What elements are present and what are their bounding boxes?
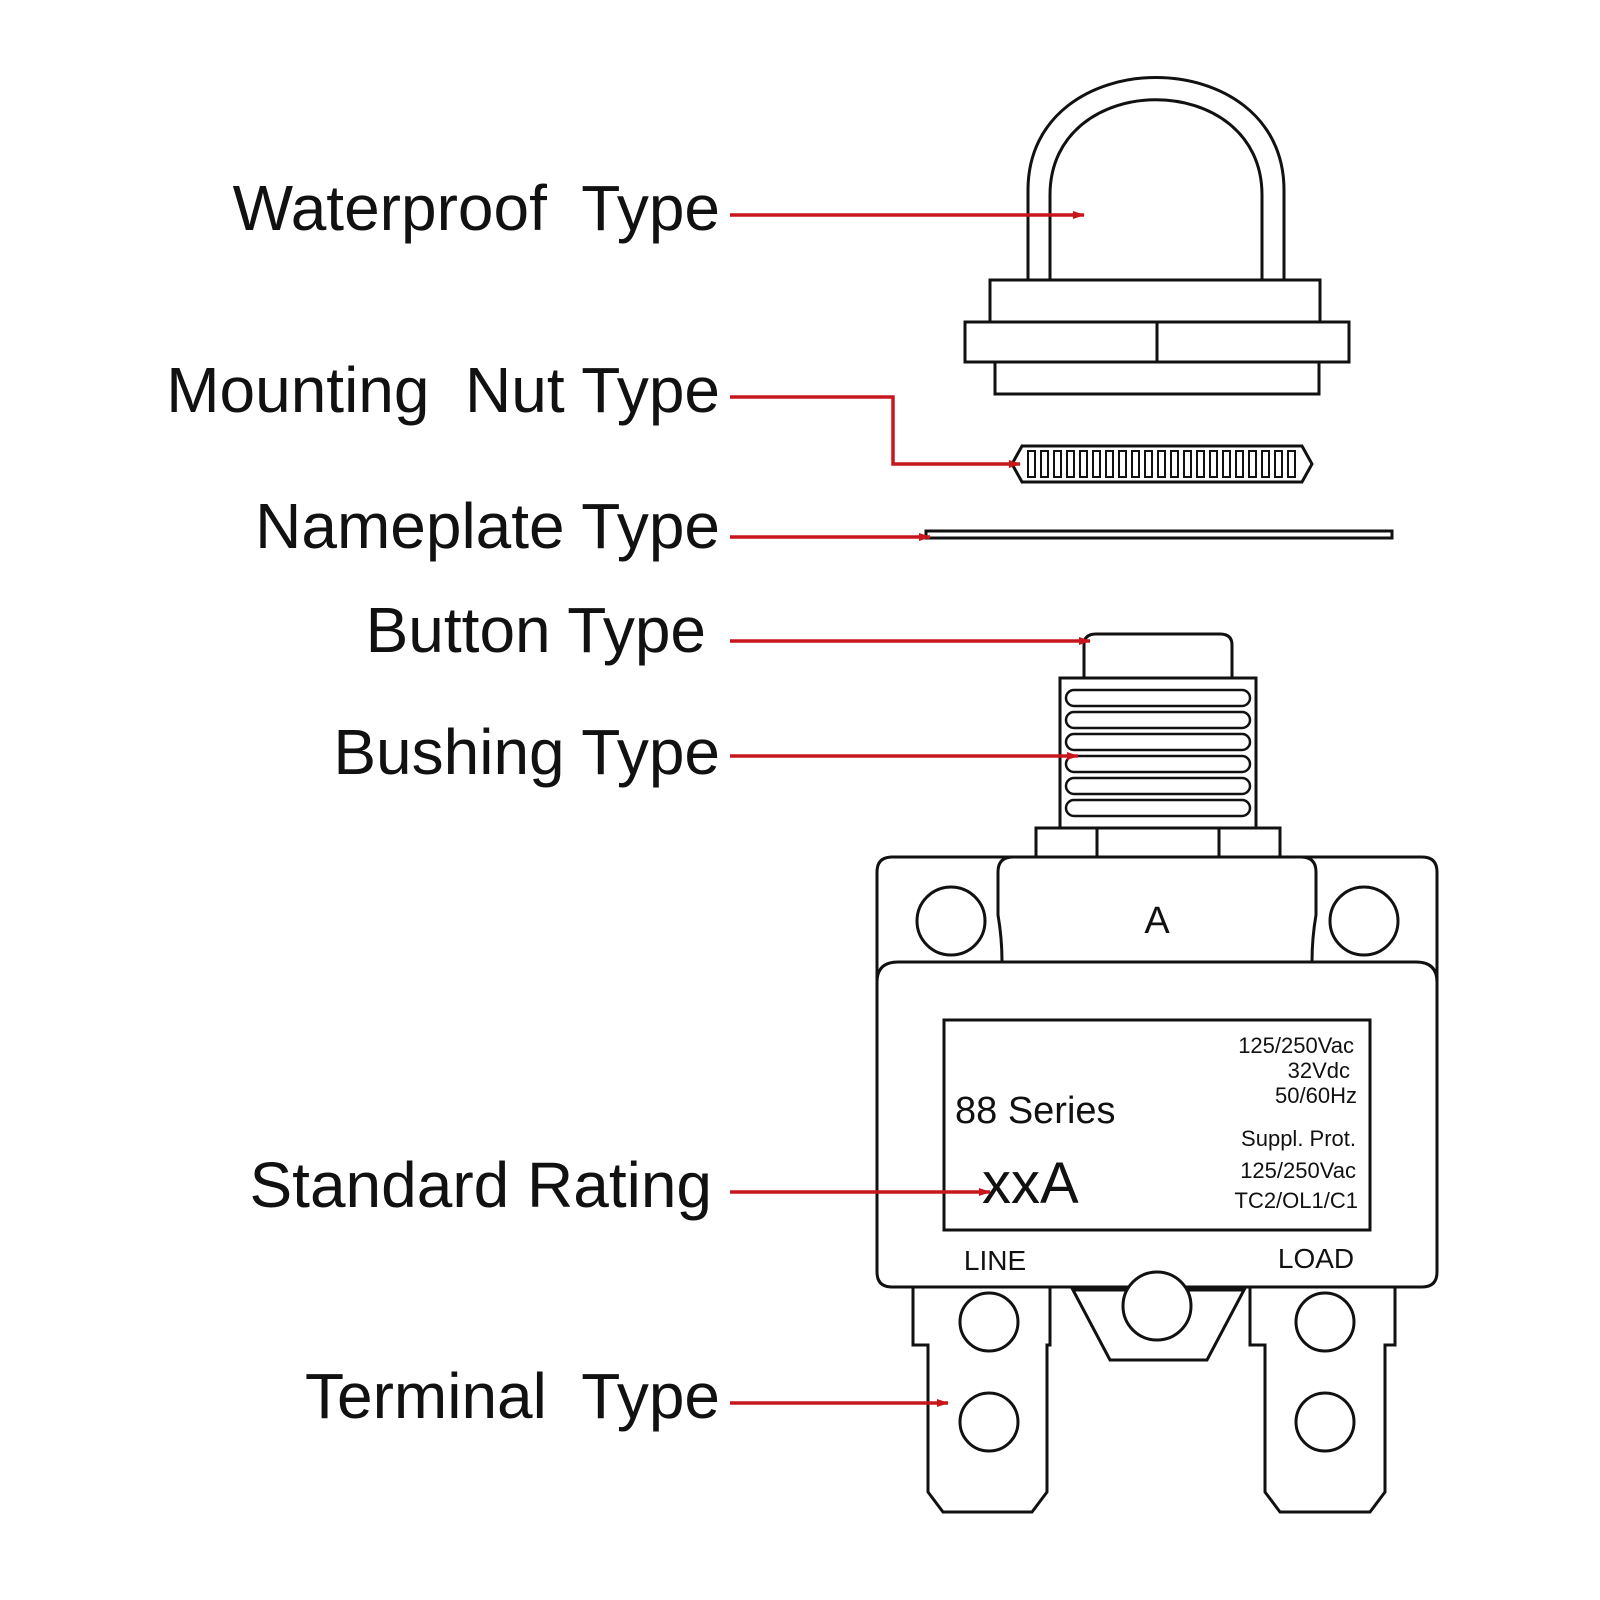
terminal-line xyxy=(911,1280,1052,1514)
knurl-tooth xyxy=(1092,450,1101,478)
thread-ridge xyxy=(1064,754,1252,774)
knurl-tooth xyxy=(1027,450,1036,478)
thread-ridge xyxy=(1064,688,1252,708)
spec-line: 125/250Vac xyxy=(1238,1033,1354,1058)
mount-hole-left xyxy=(915,885,987,957)
knurl-tooth xyxy=(1183,450,1192,478)
leader-mounting-nut xyxy=(730,395,1021,468)
callout-standard-rating: Standard Rating xyxy=(249,1149,712,1221)
knurl-tooth xyxy=(1287,450,1296,478)
callout-terminal-type: Terminal Type xyxy=(305,1360,720,1432)
knurl-tooth xyxy=(1131,450,1140,478)
knurl-tooth xyxy=(1248,450,1257,478)
prot-line: TC2/OL1/C1 xyxy=(1235,1188,1359,1213)
knurl-tooth xyxy=(1053,450,1062,478)
knurl-tooth xyxy=(1235,450,1244,478)
knurl-tooth xyxy=(1157,450,1166,478)
knurl-tooth xyxy=(1066,450,1075,478)
mount-hole-right xyxy=(1328,885,1400,957)
knurl-tooth xyxy=(1209,450,1218,478)
knurl-tooth xyxy=(1274,450,1283,478)
thread-ridge xyxy=(1064,710,1252,730)
callout-waterproof-type: Waterproof Type xyxy=(232,172,720,244)
callout-nameplate-type: Nameplate Type xyxy=(255,490,720,562)
series-label: 88 Series xyxy=(955,1090,1116,1132)
knurl-tooth xyxy=(1040,450,1049,478)
prot-line: 125/250Vac xyxy=(1240,1158,1356,1183)
top-marking: A xyxy=(1144,900,1170,942)
knurl-tooth xyxy=(1079,450,1088,478)
spec-line: 50/60Hz xyxy=(1275,1083,1357,1108)
hex-base xyxy=(1034,826,1282,860)
knurl-tooth xyxy=(1105,450,1114,478)
spec-line: 32Vdc xyxy=(1288,1058,1350,1083)
nameplate xyxy=(924,529,1394,540)
rating-label xyxy=(942,1018,1372,1232)
terminal-load xyxy=(1248,1280,1397,1514)
callout-mounting-nut-type: Mounting Nut Type xyxy=(166,354,720,426)
rating-value: xxA xyxy=(982,1151,1079,1216)
waterproof-cap xyxy=(963,76,1351,396)
threaded-bushing xyxy=(1058,676,1258,830)
spec-block: 125/250Vac 32Vdc 50/60Hz Suppl. Prot. 12… xyxy=(1235,1033,1359,1213)
knurl-tooth xyxy=(1170,450,1179,478)
knurl-tooth xyxy=(1144,450,1153,478)
knurl-tooth xyxy=(1222,450,1231,478)
prot-line: Suppl. Prot. xyxy=(1241,1126,1356,1151)
line-label: LINE xyxy=(964,1245,1026,1276)
thread-ridge xyxy=(1064,776,1252,796)
load-label: LOAD xyxy=(1278,1243,1354,1274)
mounting-nut xyxy=(1010,444,1314,484)
knurl-tooth xyxy=(1261,450,1270,478)
center-stud xyxy=(1121,1270,1193,1342)
leader-lines xyxy=(730,211,1091,1407)
thread-ridge xyxy=(1064,732,1252,752)
knurl-tooth xyxy=(1196,450,1205,478)
callout-bushing-type: Bushing Type xyxy=(333,716,720,788)
knurl-tooth xyxy=(1118,450,1127,478)
thread-ridge xyxy=(1064,798,1252,818)
callout-button-type: Button Type xyxy=(365,594,706,666)
push-button xyxy=(1082,632,1234,680)
